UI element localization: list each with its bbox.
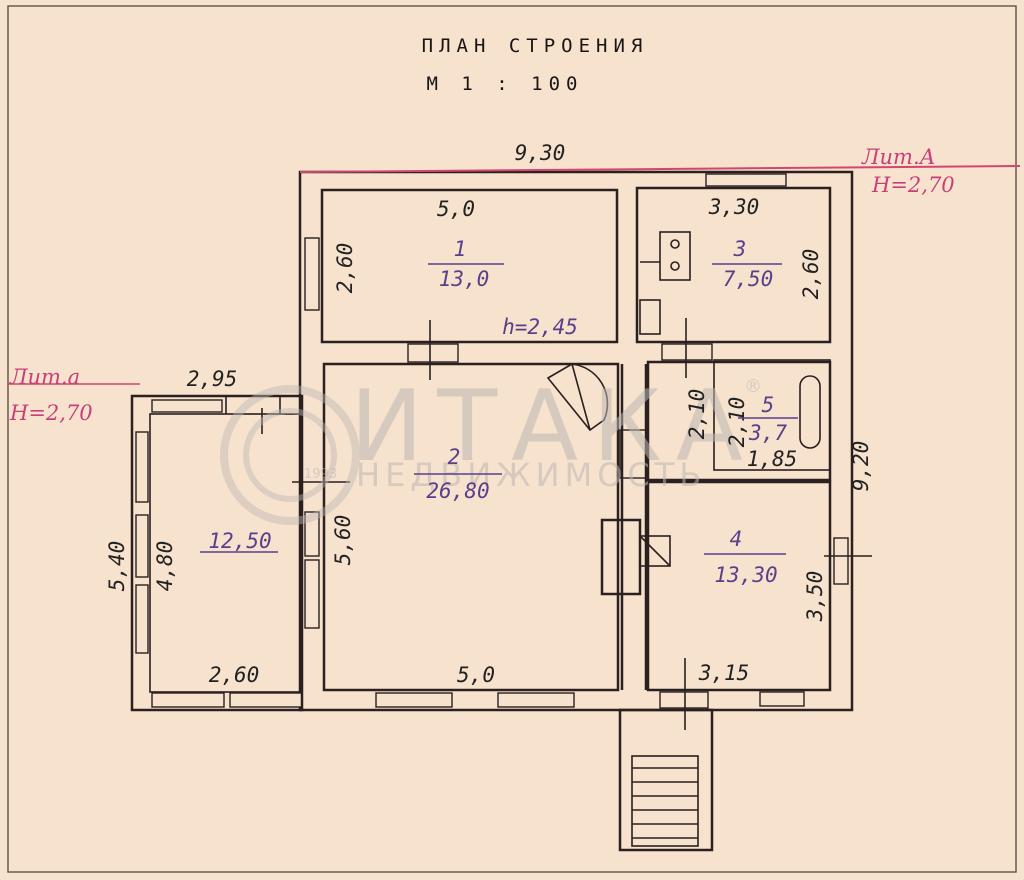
dim-room3-width: 3,30	[708, 195, 760, 219]
plan-title: ПЛАН СТРОЕНИЯ	[422, 35, 649, 57]
lit-a-height: Н=2,70	[871, 173, 955, 197]
dim-annex-top: 2,95	[187, 367, 238, 391]
dim-room1-width: 5,0	[437, 197, 475, 221]
dim-room2-width: 5,0	[457, 663, 495, 687]
lit-a-name: Лит.А	[861, 145, 936, 169]
ceiling-height: h=2,45	[502, 315, 578, 339]
dim-room4-height: 3,50	[803, 571, 827, 623]
main-building	[135, 165, 1021, 730]
room-3-number: 3	[733, 237, 747, 261]
plan-scale: М 1 : 100	[427, 73, 584, 95]
windows	[135, 173, 849, 708]
dim-annex-outer-height: 5,40	[105, 541, 129, 592]
sheet-border	[7, 5, 1017, 873]
bathtub-icon	[799, 375, 821, 449]
room-2-walls	[322, 362, 620, 692]
room-1-area: 13,0	[439, 267, 490, 291]
dim-hall-height: 2,10	[685, 389, 709, 440]
dim-room5-height: 2,10	[725, 397, 749, 448]
annex-room-area: 12,50	[208, 529, 271, 553]
dim-annex-inner-height: 4,80	[153, 541, 177, 592]
dim-room4-width: 3,15	[698, 661, 750, 685]
dim-room3-height: 2,60	[799, 249, 823, 300]
watermark-year: 1993	[304, 467, 337, 482]
room-3-area: 7,50	[723, 267, 774, 291]
room-2-area: 26,80	[426, 479, 489, 503]
room-4-area: 13,30	[714, 563, 777, 587]
lit-annex-name: Лит.а	[9, 365, 80, 389]
main-outer-wall	[298, 170, 854, 712]
doors	[261, 318, 713, 730]
room-4-number: 4	[730, 527, 743, 551]
room-4-walls	[646, 480, 832, 692]
entrance-steps	[618, 708, 714, 852]
annex-building	[130, 394, 304, 712]
room-1-number: 1	[454, 237, 467, 261]
dim-overall-height: 9,20	[849, 441, 873, 492]
lit-a-leader-line	[299, 165, 1021, 173]
watermark-subtitle: НЕДВИЖИМОСТЬ	[356, 456, 706, 494]
dim-overall-width: 9,30	[515, 141, 566, 165]
watermark: ИТАКА ® 1993 НЕДВИЖИМОСТЬ	[220, 370, 762, 525]
room-3-walls	[635, 186, 832, 344]
room-2-number: 2	[448, 445, 461, 469]
room-5-number: 5	[762, 393, 775, 417]
room-1-walls	[320, 188, 619, 344]
lit-annex-height: Н=2,70	[9, 401, 93, 425]
sink-fixture	[639, 231, 691, 335]
room-5-area: 3,7	[748, 421, 787, 445]
room-5-walls	[713, 359, 831, 471]
dim-room1-height: 2,60	[333, 243, 357, 294]
dim-room2-height: 5,60	[331, 515, 355, 566]
watermark-registered: ®	[744, 376, 762, 397]
watermark-brand: ИТАКА	[350, 370, 757, 484]
dim-annex-bottom: 2,60	[209, 663, 260, 687]
dim-room5-width: 1,85	[747, 447, 798, 471]
